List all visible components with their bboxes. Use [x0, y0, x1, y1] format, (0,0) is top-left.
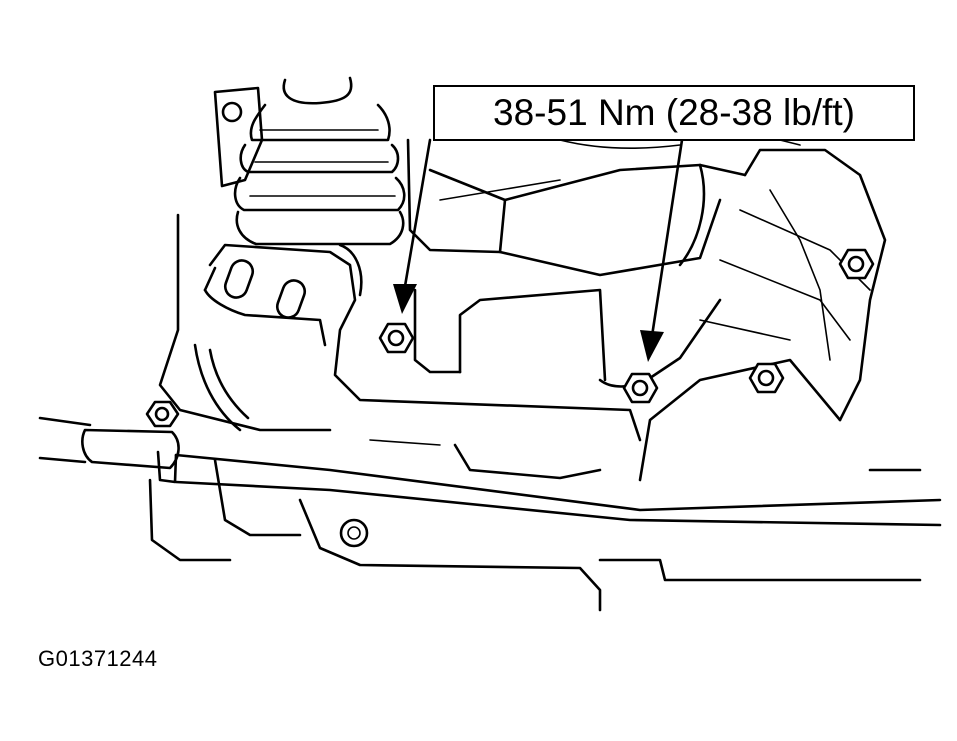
- bolt-left: [145, 400, 180, 428]
- torque-spec-text: 38-51 Nm (28-38 lb/ft): [493, 92, 855, 133]
- bracket: [193, 243, 642, 442]
- arrow-head-lower: [640, 330, 664, 362]
- bolt-right-lower: [748, 362, 785, 394]
- torque-spec-callout: 38-51 Nm (28-38 lb/ft): [433, 85, 915, 141]
- figure-id-label: G01371244: [38, 646, 158, 671]
- bolts: [145, 248, 875, 428]
- cv-boot: [233, 76, 406, 246]
- arrow-head-upper: [393, 284, 417, 314]
- callout-leaders: [393, 138, 684, 362]
- crossmember-rod: [38, 416, 942, 527]
- bolt-lower-center: [622, 372, 659, 404]
- bolt-upper-center: [378, 322, 415, 354]
- upper-mount-tab: [213, 86, 264, 188]
- transmission-case: [158, 138, 887, 482]
- oil-pan: [148, 439, 922, 612]
- bolt-right-upper: [838, 248, 875, 280]
